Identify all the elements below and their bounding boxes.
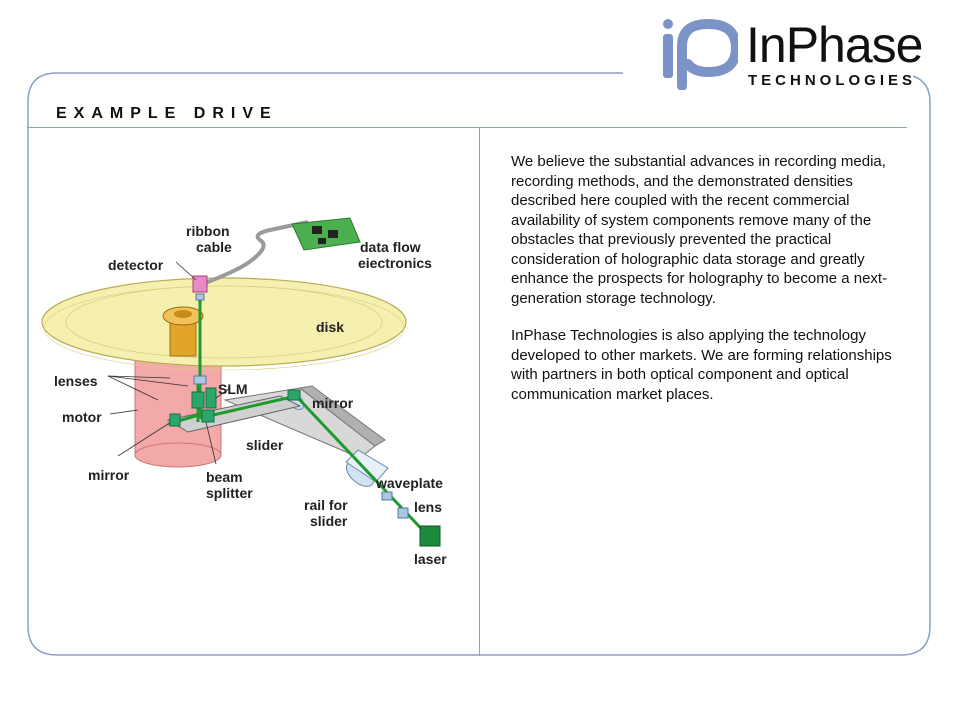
slide-frame [27, 72, 931, 656]
label-slider-2: slider [310, 513, 348, 529]
label-disk: disk [316, 319, 344, 335]
label-mirror-top: mirror [312, 395, 354, 411]
section-title: EXAMPLE DRIVE [56, 105, 278, 122]
holographic-drive-diagram: ribbon cable detector data flow eiectron… [30, 200, 470, 580]
optical-components [169, 375, 441, 547]
disk [41, 277, 407, 371]
label-rail-for: rail for [304, 497, 348, 513]
ip-logo-mark-icon [663, 18, 738, 90]
logo-subtitle: TECHNOLOGIES [748, 72, 917, 89]
label-splitter: splitter [206, 485, 253, 501]
detector [192, 275, 208, 301]
inphase-logo: InPhase TECHNOLOGIES [642, 12, 923, 98]
electronics-board [291, 217, 361, 251]
paragraph-2: InPhase Technologies is also applying th… [511, 327, 892, 403]
label-laser: laser [414, 551, 447, 567]
paragraph-1: We believe the substantial advances in r… [511, 153, 888, 307]
column-divider [479, 128, 480, 656]
title-divider [27, 127, 907, 128]
label-slm: SLM [218, 381, 248, 397]
label-beam: beam [206, 469, 243, 485]
label-electronics: eiectronics [358, 255, 432, 271]
label-detector: detector [108, 257, 164, 273]
slider-plate [166, 395, 302, 433]
label-lens: lens [414, 499, 442, 515]
label-mirror-bottom: mirror [88, 467, 130, 483]
label-ribbon: ribbon [186, 223, 230, 239]
label-motor: motor [62, 409, 102, 425]
label-data-flow: data flow [360, 239, 421, 255]
logo-wordmark: InPhase [746, 17, 923, 73]
label-lenses: lenses [54, 373, 98, 389]
spindle [162, 306, 204, 357]
body-text: We believe the substantial advances in r… [511, 152, 901, 422]
label-waveplate: waveplate [375, 475, 443, 491]
ribbon-cable [199, 220, 309, 287]
label-slider: slider [246, 437, 284, 453]
label-cable: cable [196, 239, 232, 255]
leader-lines [107, 261, 231, 465]
